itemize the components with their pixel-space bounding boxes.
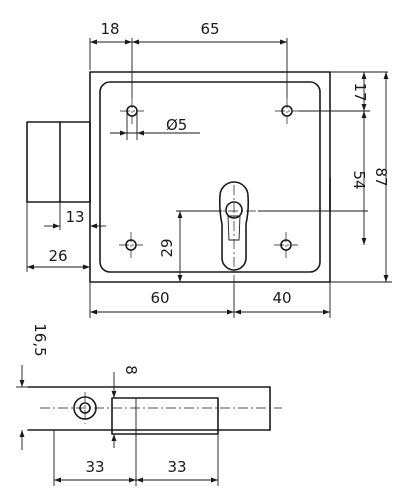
dim-87: 87	[330, 72, 392, 283]
dim-60: 60	[89, 282, 235, 318]
dim-65-label: 65	[200, 20, 219, 38]
dim-16-5: 16,5	[16, 323, 49, 450]
dim-33-left-label: 33	[85, 458, 104, 476]
dim-8: 8	[111, 365, 140, 448]
keyhole	[210, 181, 258, 284]
dim-18: 18	[89, 20, 133, 98]
mounting-hole-bottom-right	[274, 232, 298, 258]
dim-65: 65	[132, 20, 288, 98]
mounting-hole-bottom-left	[119, 232, 143, 258]
dim-17: 17	[299, 71, 388, 112]
dim-33-right: 33	[136, 434, 219, 486]
dim-26-label: 26	[48, 247, 67, 265]
dim-8-label: 8	[122, 365, 140, 375]
side-view: 16,5 8 33 33	[16, 323, 282, 486]
dim-54-label: 54	[350, 170, 368, 189]
side-cylinder-hole	[73, 392, 97, 424]
dim-18-label: 18	[100, 20, 119, 38]
dim-hole-label: Ø5	[166, 116, 187, 134]
cover-plate	[99, 81, 321, 273]
lock-case-outline	[89, 71, 331, 283]
dim-29-label: 29	[158, 238, 176, 257]
dim-13-label: 13	[65, 208, 84, 226]
dim-16-5-label: 16,5	[31, 323, 49, 356]
dim-29: 29	[158, 210, 222, 282]
dim-40-label: 40	[272, 289, 291, 307]
dim-54: 54	[258, 111, 368, 245]
dim-87-label: 87	[372, 167, 390, 186]
dim-40: 40	[234, 282, 331, 318]
dim-60-label: 60	[150, 289, 169, 307]
dim-17-label: 17	[351, 82, 369, 101]
dim-33-right-label: 33	[167, 458, 186, 476]
side-bolt-block	[111, 397, 219, 435]
dim-hole-diameter: Ø5	[110, 111, 200, 140]
mounting-hole-top-left	[120, 98, 144, 124]
dim-26: 26	[26, 202, 90, 272]
dim-13: 13	[44, 202, 106, 230]
mounting-hole-top-right	[275, 98, 299, 124]
bolt	[26, 121, 91, 203]
dim-33-left: 33	[53, 430, 137, 486]
front-view: 18 65 17 87 54	[26, 20, 392, 318]
